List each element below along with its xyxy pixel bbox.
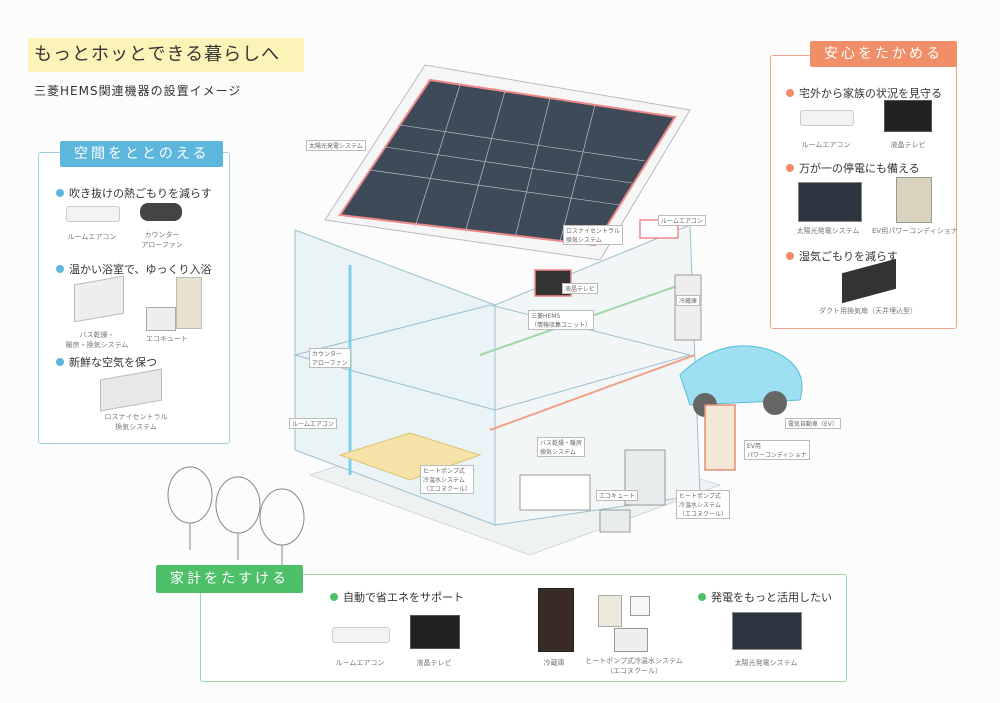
right-panel-tag: 安心をたかめる	[810, 41, 957, 67]
right-section-3-title: 湿気ごもりを減らす	[786, 248, 898, 264]
caption-ecocute: エコキュート	[146, 335, 188, 343]
page-subtitle: 三菱HEMS関連機器の設置イメージ	[34, 84, 242, 98]
heatpump-outdoor-icon	[599, 509, 631, 533]
house-label-ev: 電気自動車（EV）	[785, 418, 841, 429]
caption-solar-bottom: 太陽光発電システム	[734, 659, 798, 667]
caption-tv-right: 液晶テレビ	[890, 141, 926, 149]
bottom-panel-tag: 家計をたすける	[156, 565, 303, 593]
ecocute-outdoor-image	[146, 307, 176, 331]
house-label-tv: 液晶テレビ	[562, 283, 599, 294]
caption-bath-dryer: バス乾燥・ 暖房・換気システム	[65, 331, 129, 349]
house-label-counter-fan: カウンター アローファン	[309, 348, 351, 368]
house-label-bath-dryer: バス乾燥・暖房 換気システム	[537, 437, 586, 457]
bullet-icon	[330, 593, 338, 601]
house-label-room-ac-upper: ルームエアコン	[658, 215, 706, 226]
house-illustration	[167, 64, 803, 570]
left-section-1-title: 吹き抜けの熱ごもりを減らす	[56, 185, 212, 201]
house-label-ev-pcs: EV用 パワーコンディショナ	[744, 440, 810, 460]
left-section-3-title: 新鮮な空気を保つ	[56, 354, 157, 370]
caption-duct-fan: ダクト用換気扇（天井埋込型）	[819, 307, 917, 315]
caption-room-ac: ルームエアコン	[67, 233, 117, 241]
solar-grid-lines	[369, 84, 646, 243]
ev-power-conditioner-icon	[704, 404, 736, 471]
tv-image-right	[884, 100, 932, 132]
tree-icons	[167, 466, 305, 570]
house-label-hems: 三菱HEMS （情報収集ユニット）	[528, 310, 595, 330]
caption-tv-bottom: 液晶テレビ	[416, 659, 452, 667]
caption-counter-fan: カウンター アローファン	[141, 231, 183, 249]
caption-lossnay: ロスナイセントラル 換気システム	[104, 413, 168, 431]
room-ac-image	[66, 206, 120, 222]
caption-fridge: 冷蔵庫	[543, 659, 565, 667]
solar-panel-image-right	[798, 182, 862, 222]
ev-car-icon	[679, 345, 803, 417]
bullet-icon	[56, 189, 64, 197]
house-label-ecocute: エコキュート	[596, 490, 639, 501]
bathtub-icon	[519, 474, 591, 511]
house-label-fridge: 冷蔵庫	[676, 295, 701, 306]
ev-power-conditioner-image	[896, 177, 932, 223]
bullet-icon	[698, 593, 706, 601]
right-section-1-title: 宅外から家族の状況を見守る	[786, 85, 942, 101]
room-ac-image-right	[800, 110, 854, 126]
floor-heating-area	[338, 432, 482, 481]
solar-panel-image-bottom	[732, 612, 802, 650]
caption-solar-right: 太陽光発電システム	[796, 227, 860, 235]
bullet-icon	[56, 358, 64, 366]
bullet-icon	[786, 89, 794, 97]
caption-room-ac-bottom: ルームエアコン	[335, 659, 385, 667]
heatpump-tank-image	[598, 595, 622, 627]
house-label-room-ac-lower: ルームエアコン	[289, 418, 337, 429]
room-ac-image-bottom	[332, 627, 390, 643]
page-headline: もっとホッとできる暮らしへ	[28, 38, 304, 72]
left-panel-tag: 空間をととのえる	[60, 141, 224, 167]
ecocute-image	[176, 277, 202, 329]
controller-image	[630, 596, 650, 616]
fridge-image	[538, 588, 574, 652]
bottom-section-1-title: 自動で省エネをサポート	[330, 589, 464, 605]
fridge-icon	[674, 274, 702, 341]
caption-heatpump-system: ヒートポンプ式冷温水システム （エコヌクール）	[585, 657, 683, 675]
heatpump-outdoor-image	[614, 628, 648, 652]
bullet-icon	[786, 252, 794, 260]
house-label-heatpump-floor: ヒートポンプ式 冷温水システム （エコヌクール）	[420, 465, 475, 494]
right-section-2-title: 万が一の停電にも備える	[786, 160, 920, 176]
caption-ev-pcs: EV用パワーコンディショナ	[872, 227, 958, 235]
house-label-solar: 太陽光発電システム	[306, 140, 366, 151]
tv-image-bottom	[410, 615, 460, 649]
bottom-section-3-title: 発電をもっと活用したい	[698, 589, 832, 605]
house-label-heatpump-outdoor: ヒートポンプ式 冷温水システム （エコヌクール）	[676, 490, 731, 519]
counter-arrow-fan-image	[140, 203, 182, 221]
bullet-icon	[786, 164, 794, 172]
caption-room-ac-right: ルームエアコン	[801, 141, 851, 149]
bullet-icon	[56, 265, 64, 273]
house-label-lossnay: ロスナイセントラル 換気システム	[563, 225, 624, 245]
left-section-2-title: 温かい浴室で、ゆっくり入浴	[56, 261, 212, 277]
